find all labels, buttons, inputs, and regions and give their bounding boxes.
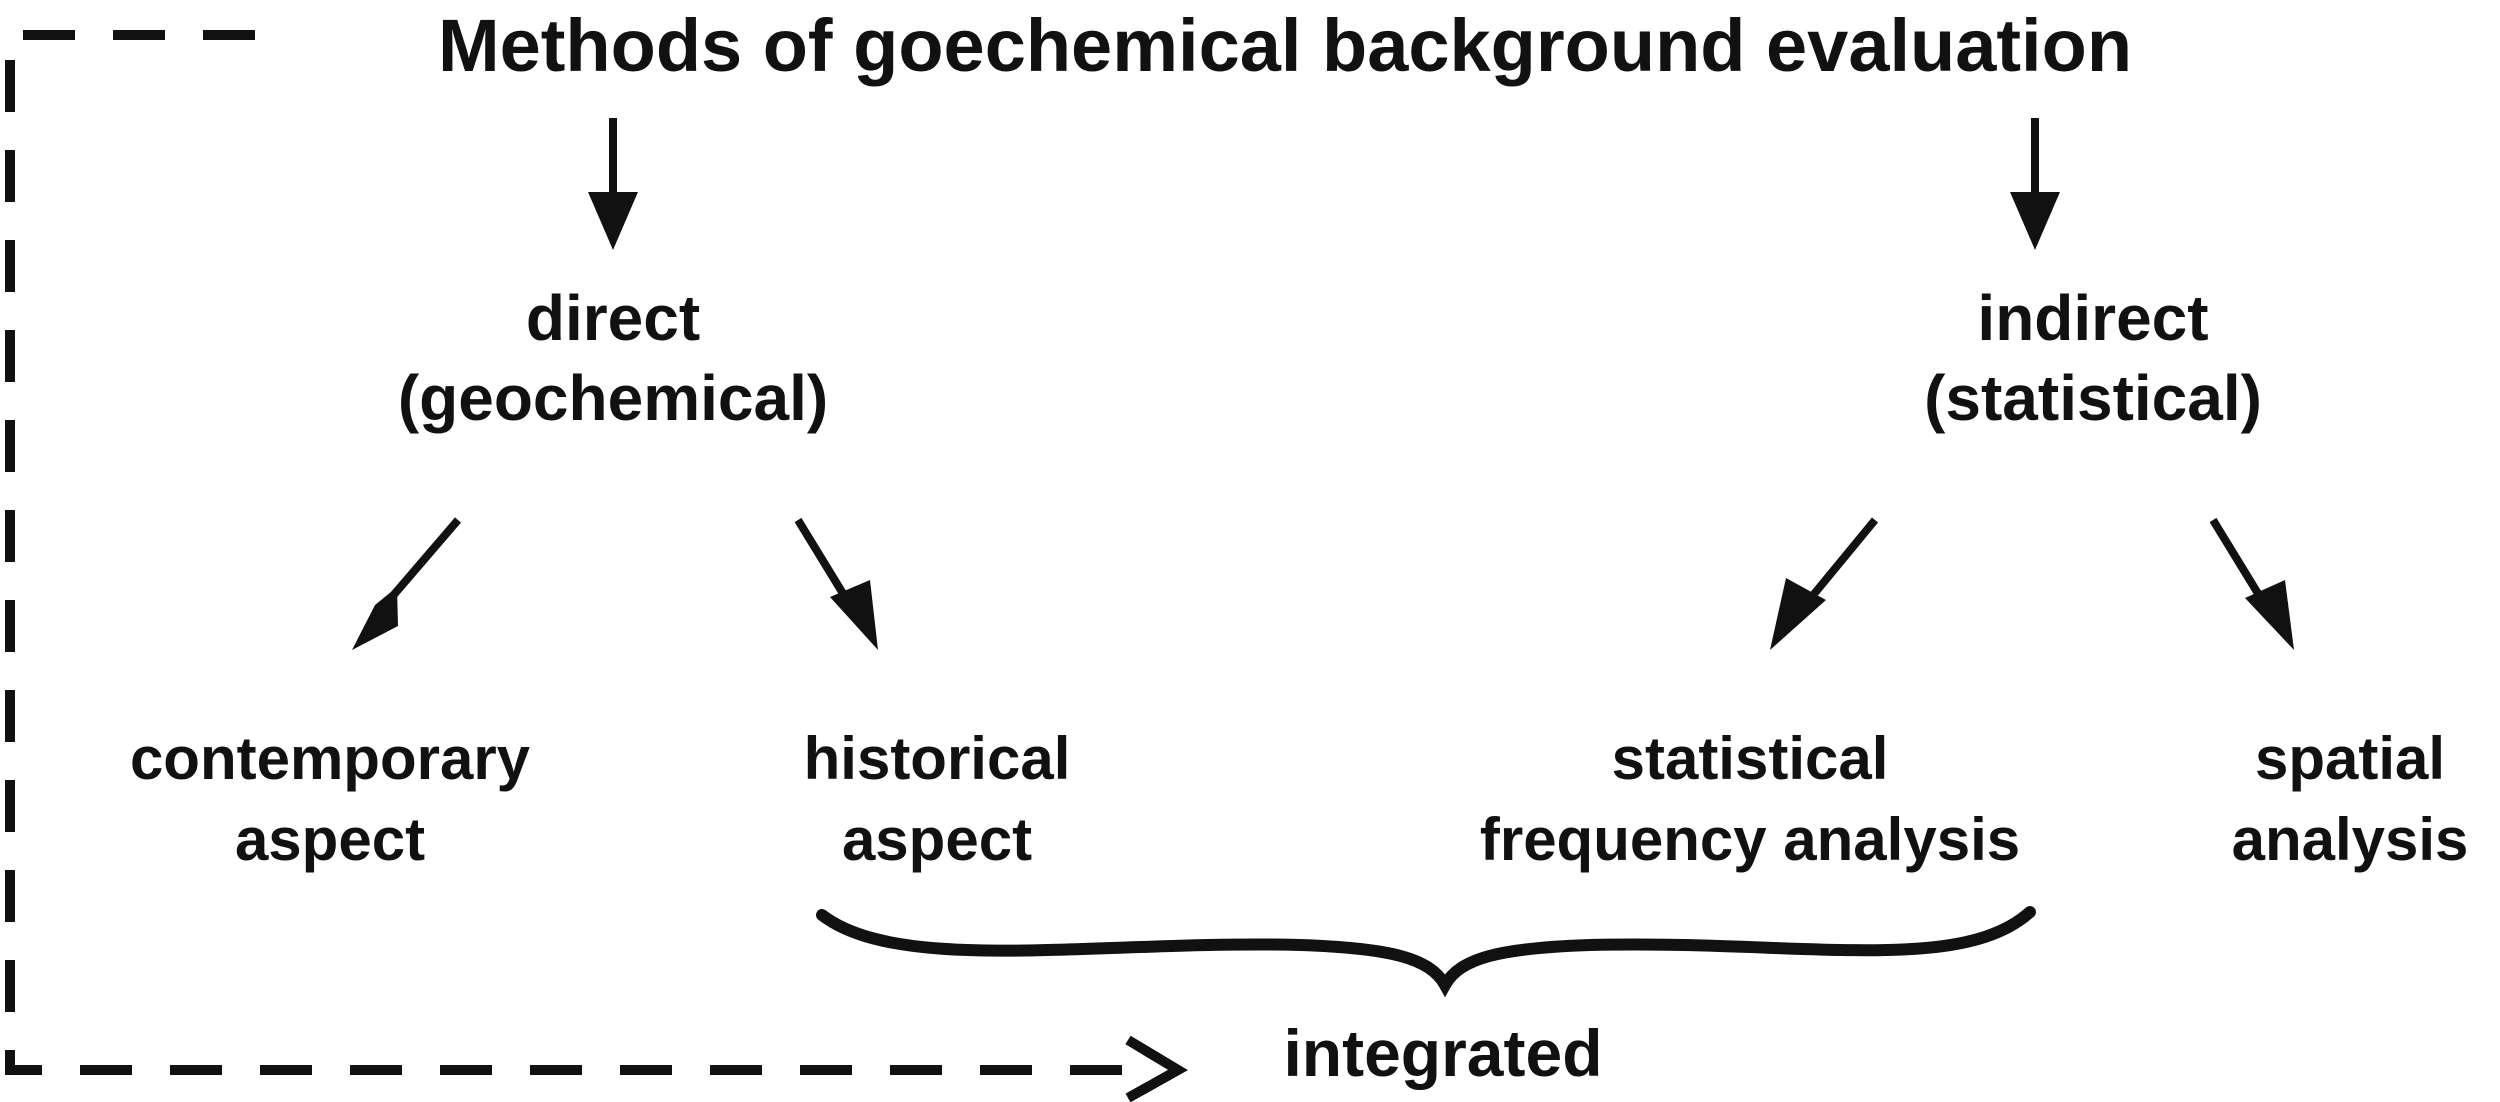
node-contemporary-aspect: contemporary aspect <box>0 718 680 880</box>
arrowhead-title-to-indirect <box>2010 192 2060 250</box>
node-direct-line2: (geochemical) <box>397 362 829 434</box>
node-contemporary-line2: aspect <box>234 806 426 873</box>
node-contemporary-line1: contemporary <box>129 725 531 792</box>
node-statistical-line1: statistical <box>1611 725 1889 792</box>
arrow-direct-to-historical <box>794 517 854 608</box>
arrow-indirect-to-spatial <box>2209 517 2269 608</box>
arrow-direct-to-contemporary <box>381 517 462 608</box>
node-indirect-line1: indirect <box>1977 282 2209 354</box>
node-spatial-line1: spatial <box>2254 725 2446 792</box>
arrowhead-title-to-direct <box>588 192 638 250</box>
node-statistical-frequency: statistical frequency analysis <box>1400 718 2100 880</box>
node-historical-line2: aspect <box>841 806 1033 873</box>
arrow-indirect-to-statistical <box>1801 517 1879 608</box>
node-direct-line1: direct <box>525 282 701 354</box>
node-historical-aspect: historical aspect <box>587 718 1287 880</box>
node-indirect-line2: (statistical) <box>1924 362 2262 434</box>
dashed-arrowhead <box>1125 1035 1188 1102</box>
diagram-title: Methods of goechemical background evalua… <box>437 4 2133 87</box>
node-historical-line1: historical <box>803 725 1071 792</box>
node-direct: direct (geochemical) <box>263 278 963 438</box>
node-statistical-line2: frequency analysis <box>1479 806 2021 873</box>
arrowhead-indirect-to-statistical <box>1770 578 1826 650</box>
arrowhead-direct-to-historical <box>830 580 878 650</box>
integrated-brace <box>816 906 2036 998</box>
node-indirect: indirect (statistical) <box>1743 278 2443 438</box>
dashed-feedback-line <box>5 30 1150 1075</box>
node-spatial-analysis: spatial analysis <box>2200 718 2500 880</box>
node-integrated: integrated <box>1283 1016 1603 1090</box>
arrowhead-direct-to-contemporary <box>352 587 398 650</box>
arrowhead-indirect-to-spatial <box>2245 580 2294 650</box>
node-spatial-line2: analysis <box>2231 806 2469 873</box>
